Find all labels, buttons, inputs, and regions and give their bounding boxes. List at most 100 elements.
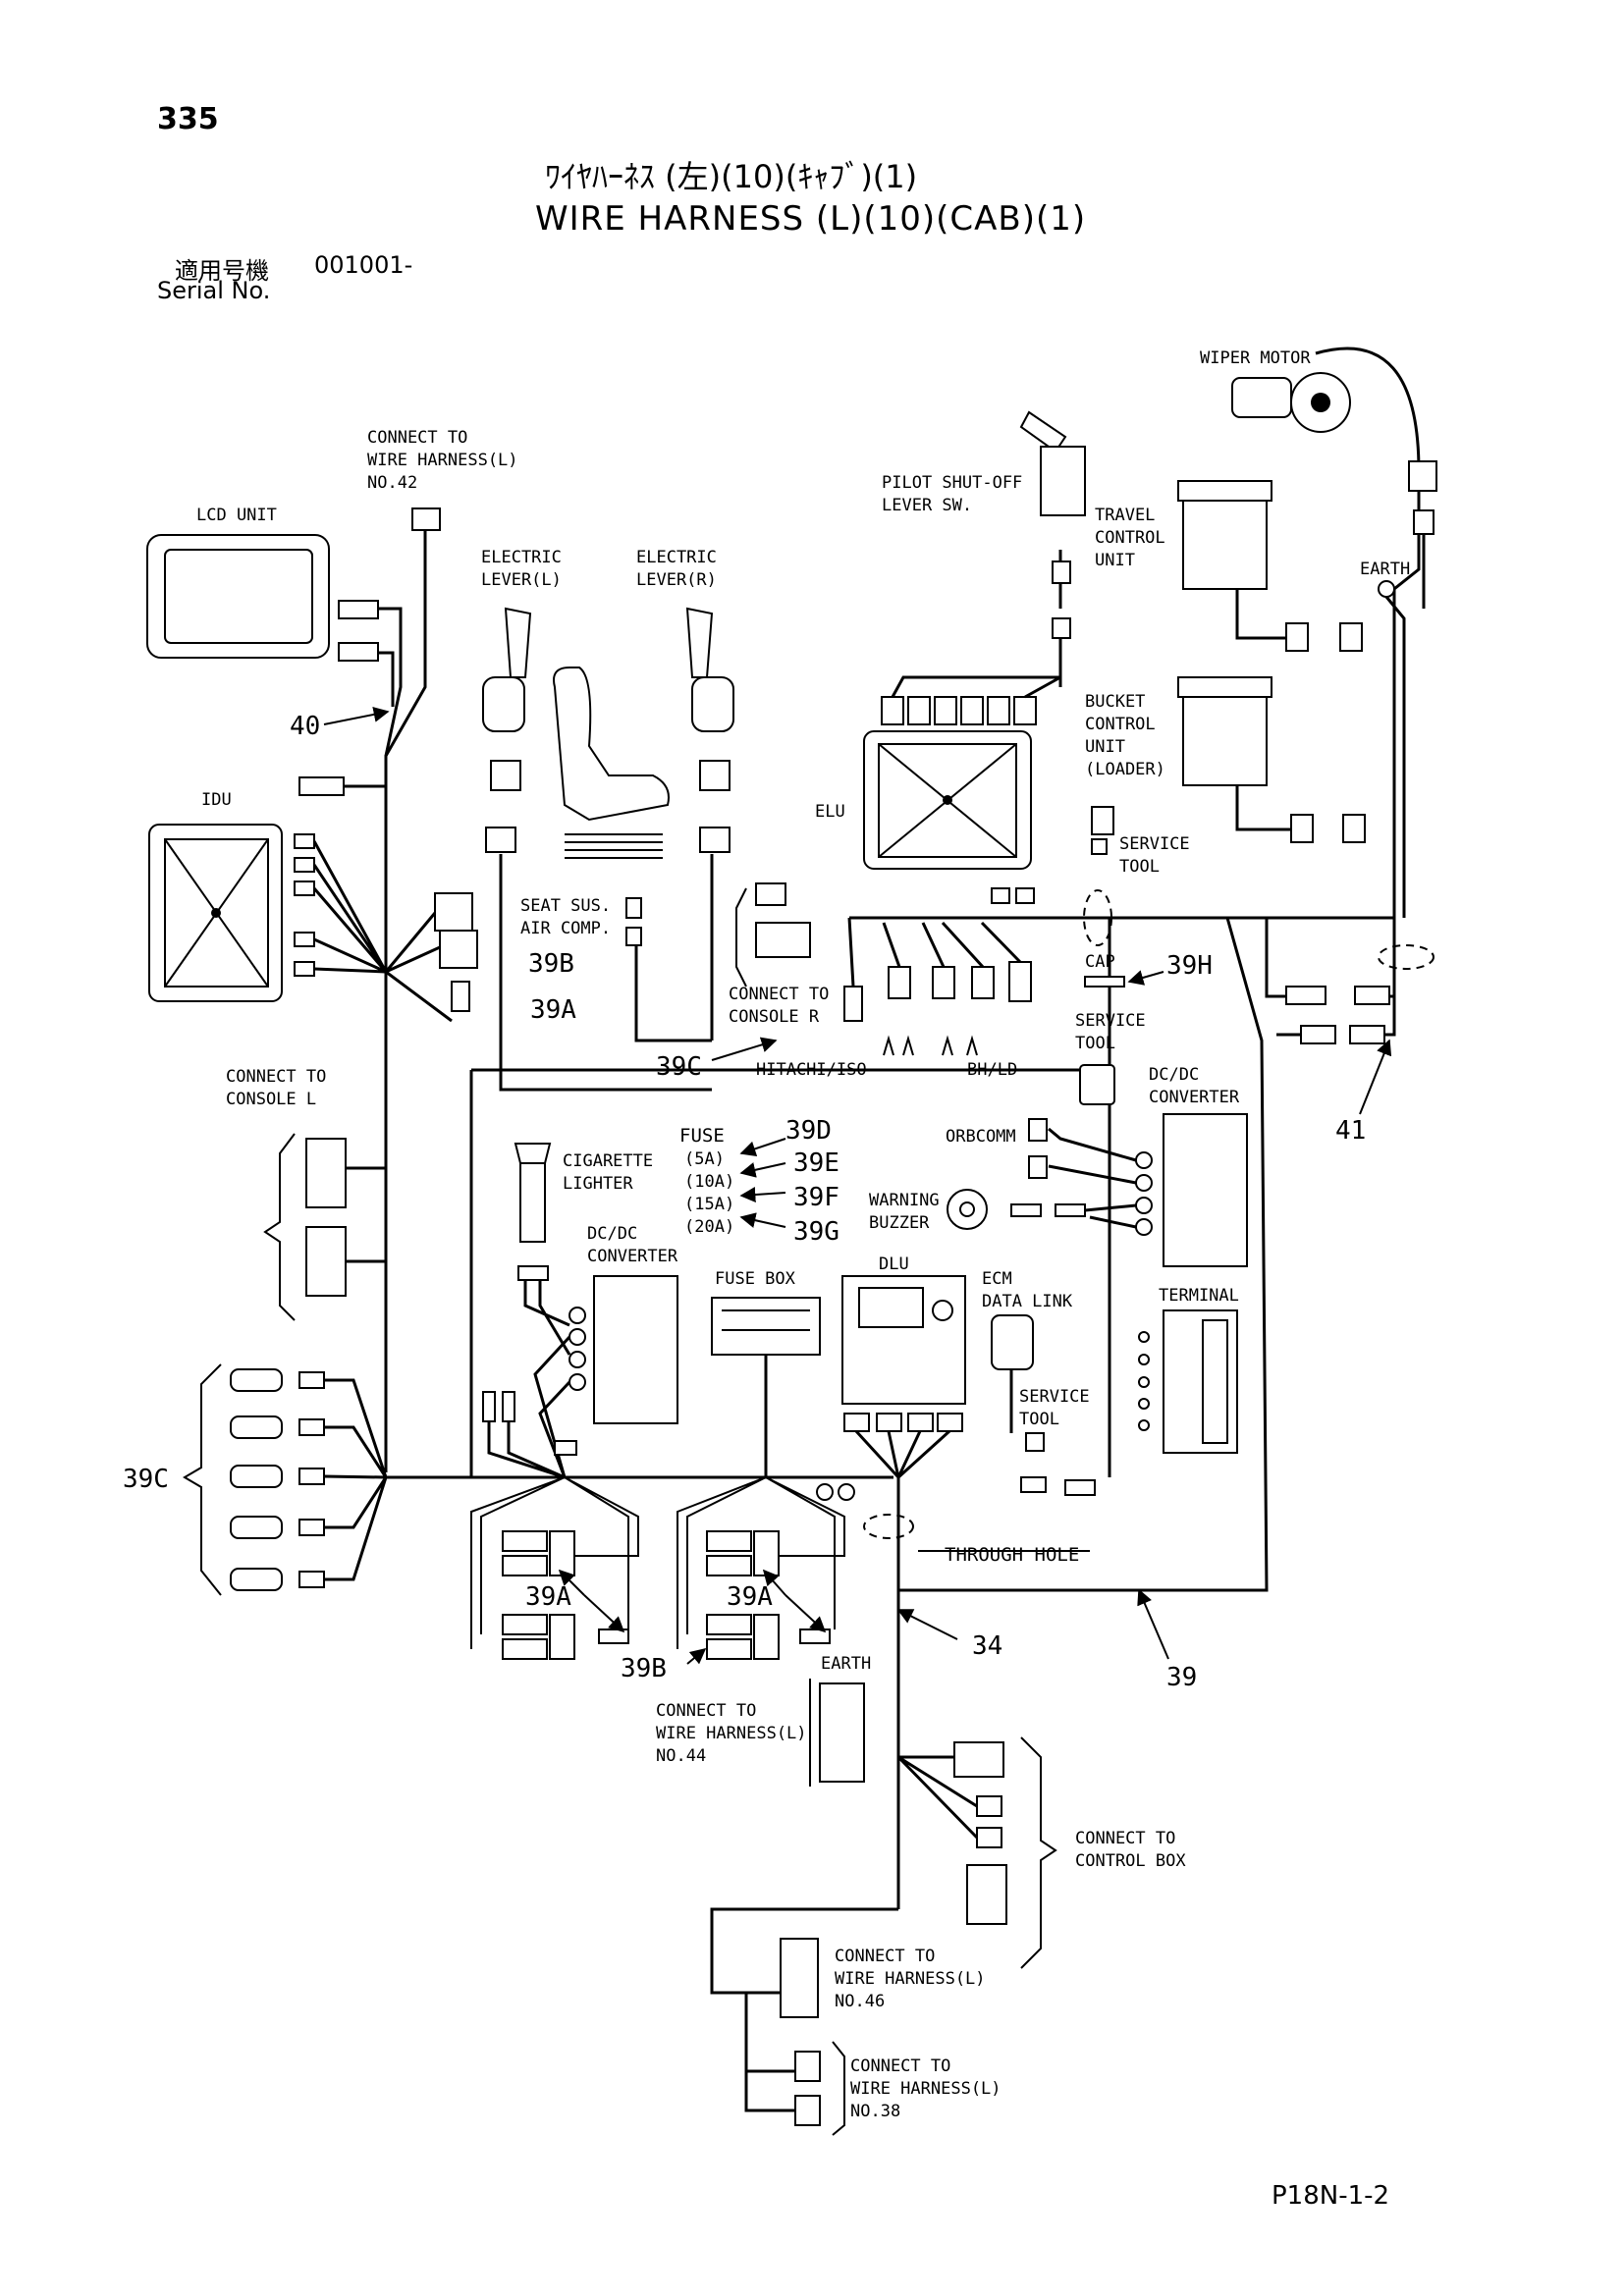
callout-39g: 39G [793, 1217, 839, 1247]
dlu-unit [841, 1275, 966, 1479]
label-no44-1: CONNECT TO [656, 1701, 756, 1721]
label-bucket-1: BUCKET [1085, 692, 1145, 712]
callout-39d: 39D [785, 1116, 832, 1146]
label-fuse: FUSE [679, 1125, 725, 1147]
label-lever-l-2: LEVER(L) [481, 570, 562, 590]
label-bucket-4: (LOADER) [1085, 760, 1165, 779]
label-bucket-2: CONTROL [1085, 715, 1156, 734]
label-travel-1: TRAVEL [1095, 506, 1155, 525]
label-dcdc-r-1: DC/DC [1149, 1065, 1199, 1085]
elu-unit [863, 675, 1114, 904]
label-hitachi-iso: HITACHI/ISO [756, 1060, 867, 1080]
relay-group-top [384, 892, 478, 1023]
callout-39a-top: 39A [530, 995, 576, 1025]
connector-no44 [809, 1679, 865, 1787]
label-lcd-unit: LCD UNIT [196, 506, 277, 525]
label-earth-bottom: EARTH [821, 1654, 871, 1674]
label-dlu: DLU [879, 1255, 909, 1274]
callout-39a-left: 39A [525, 1582, 571, 1612]
label-console-r-2: CONSOLE R [729, 1007, 820, 1027]
label-cigarette-1: CIGARETTE [563, 1151, 653, 1171]
label-ecm-2: DATA LINK [982, 1292, 1073, 1311]
label-fuse-5a: (5A) [684, 1149, 725, 1169]
electric-lever-right [685, 607, 734, 853]
label-no38-2: WIRE HARNESS(L) [850, 2079, 1001, 2099]
label-cap: CAP [1085, 952, 1115, 972]
earth-top [1378, 580, 1406, 918]
callout-41: 41 [1335, 1116, 1366, 1146]
label-no46-2: WIRE HARNESS(L) [835, 1969, 986, 1989]
label-service-ecm-2: TOOL [1019, 1410, 1059, 1429]
callout-39b-bottom: 39B [621, 1654, 667, 1683]
label-seat-2: AIR COMP. [520, 919, 611, 938]
serial-label-jp: 適用号機 [175, 257, 269, 285]
label-orbcomm: ORBCOMM [946, 1127, 1016, 1147]
service-tool-cap [1079, 1064, 1115, 1105]
leader-lines [323, 706, 1392, 1665]
label-wiper-motor: WIPER MOTOR [1200, 348, 1311, 368]
callout-39c-mid: 39C [656, 1052, 702, 1082]
label-pilot-1: PILOT SHUT-OFF [882, 473, 1022, 493]
serial-label-en: Serial No. [157, 277, 271, 304]
label-connect-no42-2: WIRE HARNESS(L) [367, 451, 518, 470]
title-japanese: ﾜｲﾔﾊｰﾈｽ (左)(10)(ｷｬﾌﾞ)(1) [545, 158, 918, 195]
callout-39f: 39F [793, 1183, 839, 1212]
label-control-box-1: CONNECT TO [1075, 1829, 1175, 1848]
label-lever-r-2: LEVER(R) [636, 570, 717, 590]
label-buzzer-2: BUZZER [869, 1213, 930, 1233]
label-no46-1: CONNECT TO [835, 1947, 935, 1966]
label-lever-r-1: ELECTRIC [636, 548, 717, 567]
label-lever-l-1: ELECTRIC [481, 548, 562, 567]
warning-buzzer [947, 1189, 1086, 1230]
dcdc-converter-right [1048, 1113, 1248, 1267]
callout-39a-right: 39A [727, 1582, 773, 1612]
label-console-l-1: CONNECT TO [226, 1067, 326, 1087]
label-no44-3: NO.44 [656, 1746, 706, 1766]
callout-39b-top: 39B [528, 949, 574, 979]
label-service-elu-1: SERVICE [1119, 834, 1190, 854]
electric-lever-left [482, 607, 532, 853]
label-fuse-10a: (10A) [684, 1172, 734, 1192]
console-r-group [735, 882, 1032, 1056]
bucket-control-unit [1177, 676, 1366, 843]
label-service-ecm-1: SERVICE [1019, 1387, 1090, 1407]
connector-group-39c [183, 1363, 388, 1596]
label-no46-3: NO.46 [835, 1992, 885, 2011]
label-pilot-2: LEVER SW. [882, 496, 972, 515]
label-no38-3: NO.38 [850, 2102, 900, 2121]
label-dcdc-l-1: DC/DC [587, 1224, 637, 1244]
label-connect-no42-1: CONNECT TO [367, 428, 467, 448]
title-english: WIRE HARNESS (L)(10)(CAB)(1) [535, 199, 1087, 239]
callout-39: 39 [1166, 1663, 1197, 1692]
label-fuse-20a: (20A) [684, 1217, 734, 1237]
label-connect-no42-3: NO.42 [367, 473, 417, 493]
terminal-block [1138, 1309, 1238, 1454]
relay-group-right [677, 1476, 855, 1660]
connector-no46 [780, 1938, 819, 2018]
fuse-box [711, 1297, 821, 1477]
label-dcdc-r-2: CONVERTER [1149, 1088, 1240, 1107]
diagram-labels: CONNECT TO WIRE HARNESS(L) NO.42 LCD UNI… [196, 348, 1410, 2121]
callout-40: 40 [290, 712, 320, 741]
label-fuse-box: FUSE BOX [715, 1269, 796, 1289]
label-service-dc-2: TOOL [1075, 1034, 1115, 1053]
relay-group-left [470, 1476, 639, 1660]
main-harness [384, 347, 1421, 2112]
label-service-dc-1: SERVICE [1075, 1011, 1146, 1031]
label-terminal: TERMINAL [1159, 1286, 1239, 1306]
lcd-unit [146, 534, 403, 757]
label-idu: IDU [201, 790, 232, 810]
connector-no42 [411, 507, 441, 531]
callout-numbers: 40 39B 39A 39C 39H 41 39D 39E 39F 39G 39… [123, 712, 1366, 1692]
label-travel-3: UNIT [1095, 551, 1135, 570]
callout-39e: 39E [793, 1148, 839, 1178]
wiper-motor [1231, 372, 1437, 609]
cigarette-lighter [514, 1143, 571, 1356]
connector-group-41 [1265, 918, 1396, 1044]
label-fuse-15a: (15A) [684, 1195, 734, 1214]
label-dcdc-l-2: CONVERTER [587, 1247, 678, 1266]
orbcomm [1028, 1118, 1048, 1179]
seat [553, 667, 670, 946]
control-box-connectors [896, 1736, 1057, 1969]
